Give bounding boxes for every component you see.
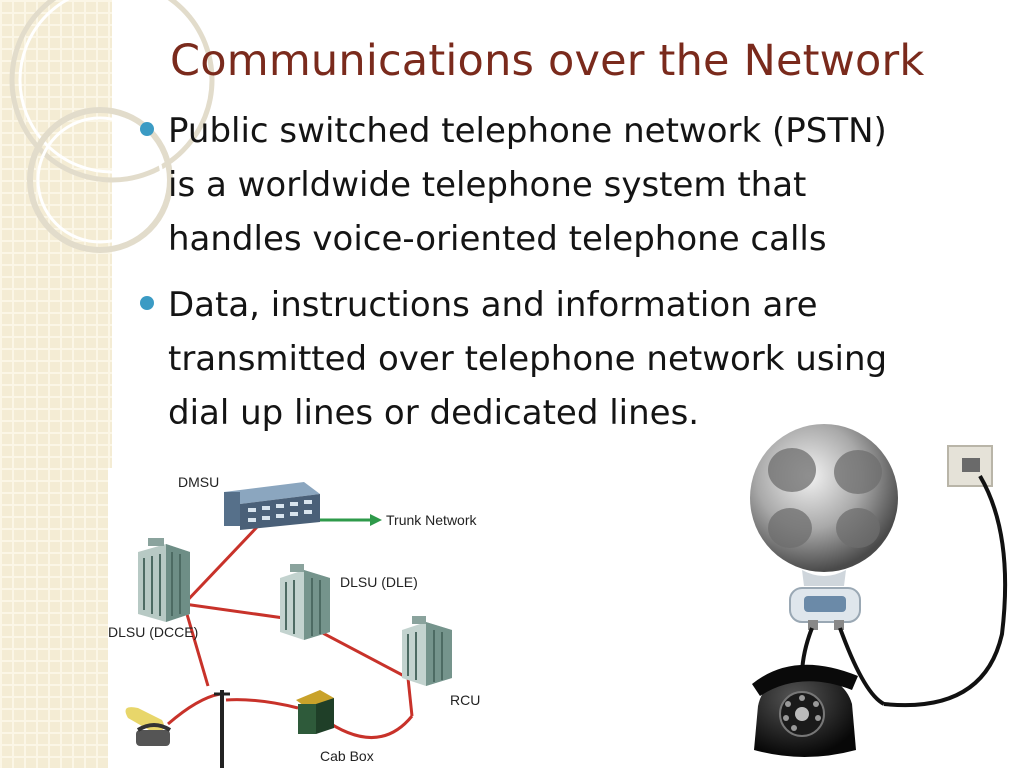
sphere-device-icon — [750, 424, 898, 586]
bullet-line: Public switched telephone network (PSTN) — [168, 111, 887, 151]
label-dmsu: DMSU — [178, 474, 220, 490]
line-splitter-icon — [789, 587, 861, 630]
bullet-line: dial up lines or dedicated lines. — [168, 393, 700, 433]
telegraph-pole-icon — [214, 690, 230, 768]
telephone-modem-graphic — [750, 424, 1008, 757]
rcu-tower-icon — [402, 616, 452, 686]
label-rcu: RCU — [450, 692, 481, 708]
label-dlsu-dle: DLSU (DLE) — [340, 574, 418, 590]
rotary-telephone-icon — [752, 664, 858, 757]
pstn-network-diagram: DMSU Trunk Network DLSU (DLE) DLSU (DCCE… — [108, 468, 508, 768]
bullet-line: handles voice-oriented telephone calls — [168, 219, 827, 259]
bullet-line: transmitted over telephone network using — [168, 339, 888, 379]
dlsu-dle-tower-icon — [280, 564, 330, 640]
network-diagram-graphic — [125, 482, 452, 768]
label-cab-box: Cab Box — [320, 748, 374, 764]
dlsu-dcce-tower-icon — [138, 538, 190, 622]
bullet-item-pstn: Public switched telephone network (PSTN)… — [136, 104, 976, 266]
bullet-line: Data, instructions and information are — [168, 285, 818, 325]
trunk-arrow — [320, 514, 382, 526]
label-dlsu-dcce: DLSU (DCCE) — [108, 624, 199, 640]
bullet-dot-icon — [140, 122, 154, 136]
telephone-modem-photo — [734, 414, 1024, 768]
bullet-list: Public switched telephone network (PSTN)… — [136, 104, 976, 452]
decorative-circles — [9, 0, 215, 253]
cab-box-icon — [296, 690, 334, 734]
home-telephone-icon — [125, 707, 172, 746]
bullet-line: is a worldwide telephone system that — [168, 165, 807, 205]
slide-title: Communications over the Network — [170, 36, 925, 86]
bullet-item-data: Data, instructions and information are t… — [136, 278, 976, 440]
label-trunk-network: Trunk Network — [386, 512, 477, 528]
wall-socket-icon — [947, 445, 993, 487]
dmsu-building-icon — [224, 482, 320, 530]
bullet-dot-icon — [140, 296, 154, 310]
